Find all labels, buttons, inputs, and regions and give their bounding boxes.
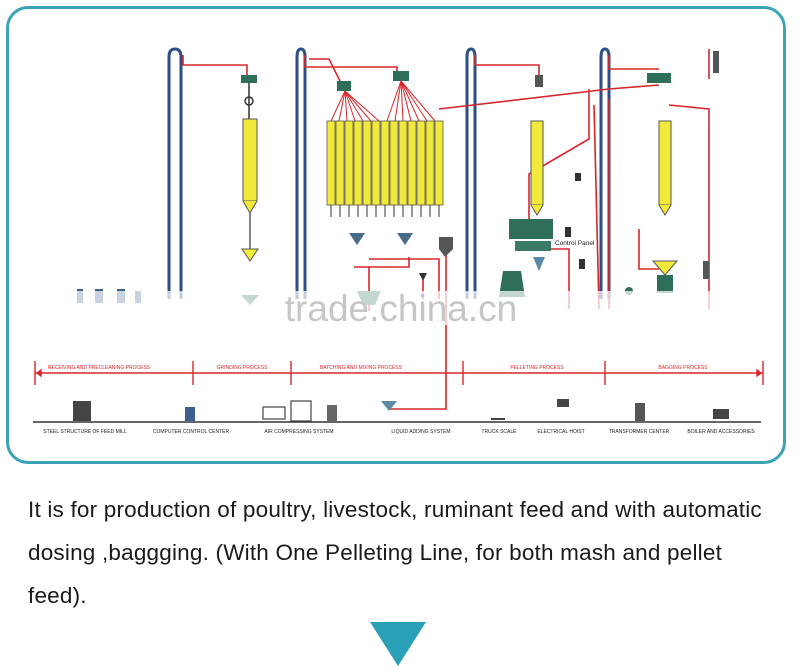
watermark: trade.china.cn — [9, 288, 783, 329]
stage-label-receiving: RECEIVING AND PRECLEANING PROCESS — [48, 365, 151, 371]
red-pipes — [182, 49, 710, 410]
process-stage-bar — [34, 361, 764, 385]
equip-label-steel-structure: STEEL STRUCTURE OF FEED MILL — [43, 429, 127, 435]
equip-label-truck-scale: TRUCK SCALE — [481, 429, 517, 435]
down-arrow-icon — [370, 622, 426, 666]
equip-label-transformer: TRANSFORMER CENTER — [609, 429, 670, 435]
equip-label-liquid-adding: LIQUID ADDING SYSTEM — [391, 429, 450, 435]
product-description: It is for production of poultry, livesto… — [28, 497, 762, 608]
grinding-line — [241, 75, 259, 305]
diagram-frame: Control Panel trade.china.c — [6, 6, 786, 464]
elevator-columns — [167, 47, 611, 299]
process-flow-diagram: Control Panel trade.china.c — [9, 47, 783, 435]
pelleting-line: Control Panel — [499, 75, 595, 297]
equip-label-air-compressing: AIR COMPRESSING SYSTEM — [264, 429, 333, 435]
batching-silos — [326, 71, 453, 305]
stage-label-grinding: GRINDING PROCESS — [217, 365, 269, 371]
stage-label-bagging: BAGGING PROCESS — [658, 365, 708, 371]
stage-label-batching: BATCHING AND MIXING PROCESS — [320, 365, 403, 371]
svg-text:trade.china.cn: trade.china.cn — [285, 288, 517, 329]
bagging-line — [625, 51, 719, 295]
equip-label-boiler: BOILER AND ACCESSORIES — [687, 429, 755, 435]
stage-labels: RECEIVING AND PRECLEANING PROCESS GRINDI… — [48, 365, 708, 371]
equip-label-electrical-hoist: ELECTRICAL HOIST — [537, 429, 584, 435]
equipment-labels: STEEL STRUCTURE OF FEED MILL COMPUTER CO… — [43, 429, 755, 435]
stage-label-pelleting: PELLETING PROCESS — [510, 365, 564, 371]
control-panel-label: Control Panel — [555, 240, 595, 247]
equipment-baseline — [33, 399, 761, 423]
equip-label-control-center: COMPUTER CONTROL CENTER — [153, 429, 230, 435]
